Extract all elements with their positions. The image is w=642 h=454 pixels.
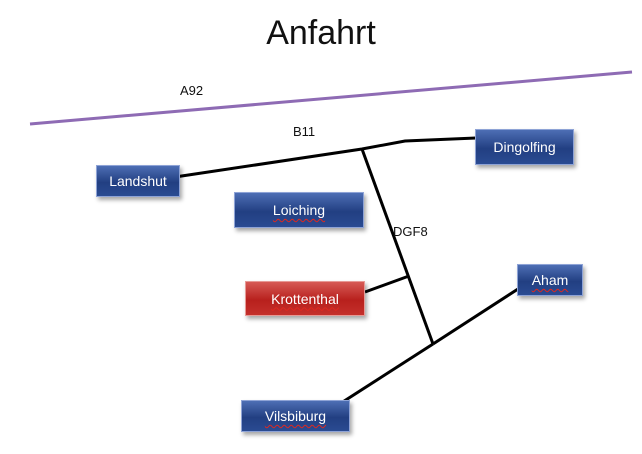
place-box-aham: Aham [517, 264, 583, 296]
road-vilsbiburg-branch [337, 342, 434, 407]
place-label-aham: Aham [531, 272, 569, 288]
place-box-vilsbiburg: Vilsbiburg [241, 400, 350, 432]
road-label-a92: A92 [180, 83, 204, 98]
place-label-landshut: Landshut [109, 173, 167, 189]
place-box-dingolfing: Dingolfing [475, 129, 574, 165]
road-label-dgf8: DGF8 [393, 224, 428, 239]
place-label-vilsbiburg: Vilsbiburg [264, 408, 327, 424]
place-box-landshut: Landshut [96, 165, 180, 197]
road-label-b11: B11 [293, 124, 316, 139]
place-box-krottenthal: Krottenthal [245, 281, 365, 316]
highway-a92-line [29, 70, 633, 126]
place-label-dingolfing: Dingolfing [493, 139, 556, 155]
diagram-title: Anfahrt [266, 14, 376, 52]
place-label-loiching: Loiching [272, 202, 326, 218]
place-box-loiching: Loiching [234, 192, 364, 228]
road-dgf8-line [360, 148, 435, 345]
road-b11-line [174, 136, 477, 179]
road-krottenthal-branch [364, 274, 410, 294]
place-label-krottenthal: Krottenthal [271, 290, 339, 307]
road-aham-branch [432, 287, 519, 346]
